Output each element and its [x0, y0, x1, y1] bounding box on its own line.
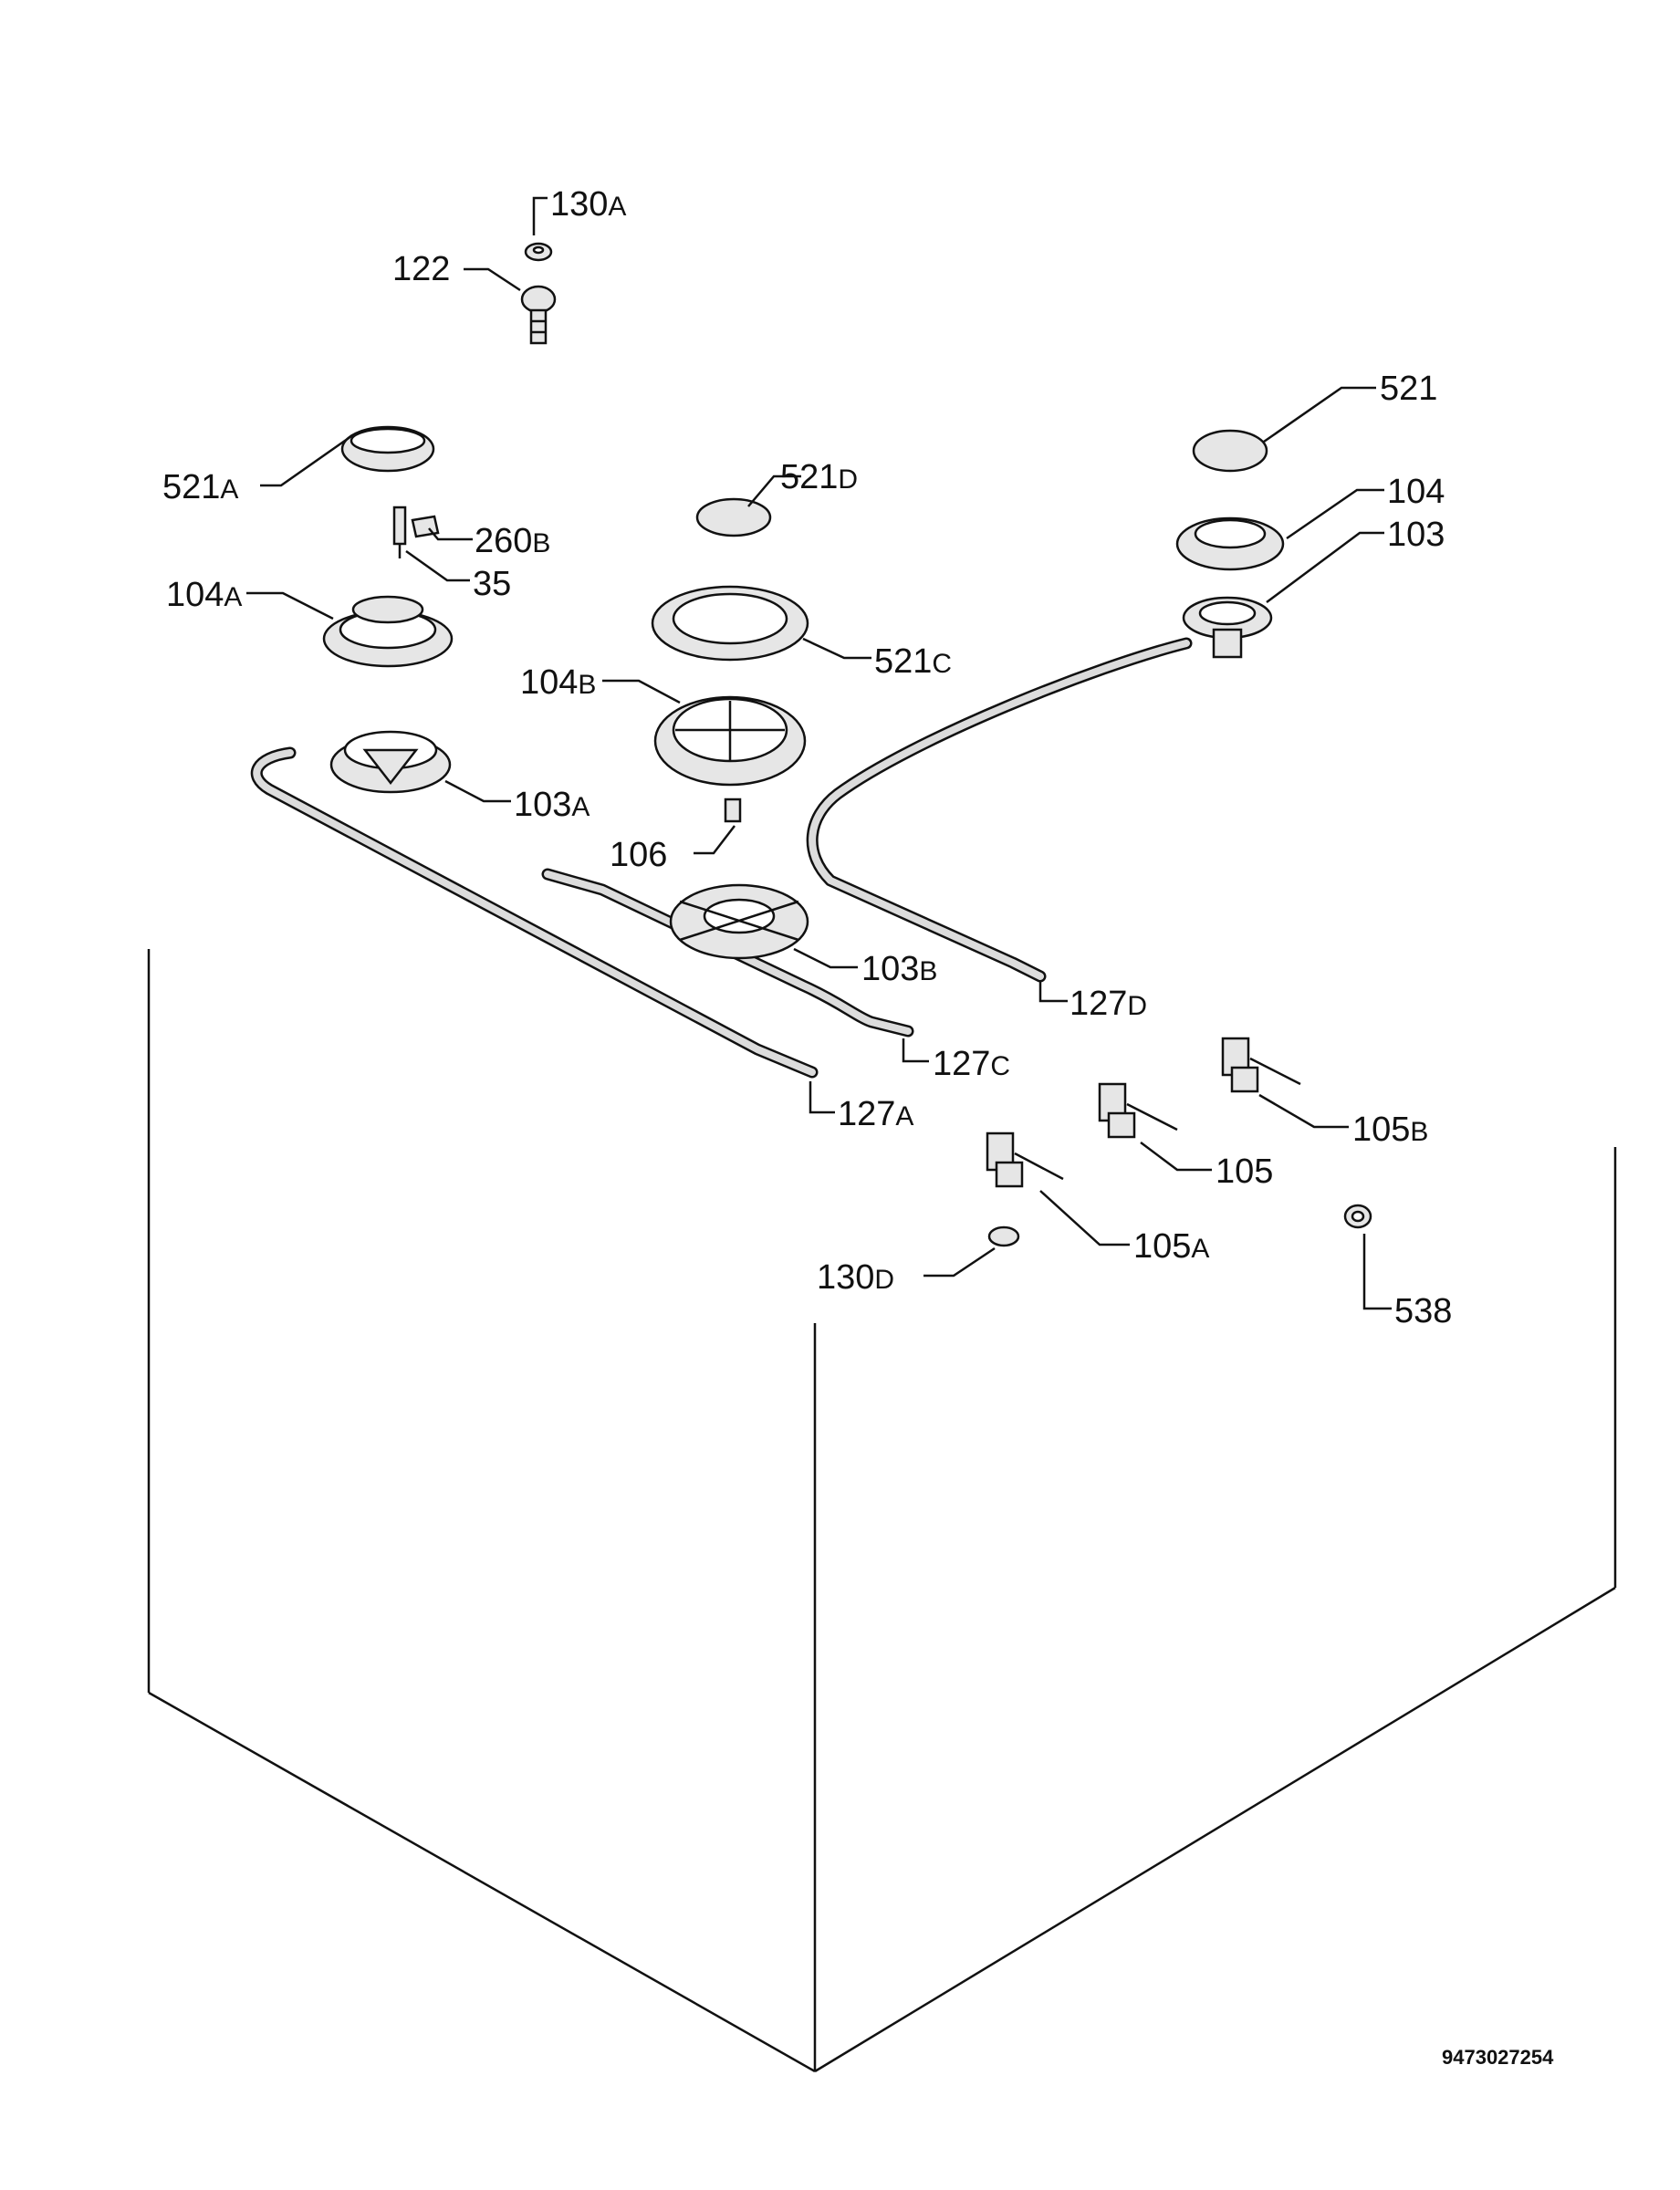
- label-104: 104: [1387, 473, 1445, 511]
- part-labels: 130A 122 521 521A 521D 104 103 260B 35 1…: [162, 185, 1554, 2069]
- burner-base-103a: [329, 730, 452, 794]
- burner-ring-521c: [651, 585, 809, 662]
- burner-head-104: [1175, 516, 1285, 571]
- cabinet-outline: [147, 949, 1617, 2073]
- label-127c: 127C: [933, 1045, 1010, 1083]
- label-104b: 104B: [520, 663, 596, 702]
- burner-cap-521a: [340, 425, 435, 473]
- label-538: 538: [1394, 1292, 1452, 1330]
- label-130d: 130D: [817, 1258, 894, 1297]
- label-521c: 521C: [874, 642, 952, 681]
- burner-base-103b: [669, 883, 809, 960]
- burner-cap-521d: [695, 497, 772, 537]
- injector-seal-130a: [524, 242, 553, 262]
- injector-122: [520, 285, 557, 345]
- label-104a: 104A: [166, 576, 242, 614]
- label-103a: 103A: [514, 786, 590, 824]
- injector-106: [724, 798, 742, 823]
- label-103: 103: [1387, 516, 1445, 554]
- label-130a: 130A: [550, 185, 626, 224]
- label-521a: 521A: [162, 468, 238, 506]
- gas-valve-105b: [1221, 1037, 1301, 1093]
- label-127d: 127D: [1070, 985, 1147, 1023]
- burner-head-104a: [322, 595, 454, 668]
- label-105b: 105B: [1352, 1111, 1428, 1149]
- seal-130d: [987, 1225, 1020, 1247]
- label-35: 35: [473, 565, 511, 603]
- label-521: 521: [1380, 370, 1437, 408]
- label-105: 105: [1216, 1152, 1273, 1191]
- label-106: 106: [610, 836, 667, 874]
- gas-pipes: [250, 637, 1193, 1079]
- label-105a: 105A: [1133, 1227, 1209, 1266]
- label-103b: 103B: [861, 950, 937, 988]
- label-127a: 127A: [838, 1095, 913, 1133]
- drawing-number: 9473027254: [1442, 2046, 1554, 2069]
- label-521d: 521D: [780, 458, 858, 496]
- burner-base-103: [1182, 596, 1273, 659]
- gas-valve-105: [1098, 1082, 1178, 1139]
- label-260b: 260B: [475, 522, 550, 560]
- gas-valve-105a: [986, 1132, 1064, 1188]
- leader-lines: [246, 196, 1392, 1310]
- label-122: 122: [392, 250, 450, 288]
- burner-head-104b: [653, 695, 807, 787]
- burner-cap-521: [1192, 429, 1268, 473]
- nut-538: [1343, 1204, 1372, 1229]
